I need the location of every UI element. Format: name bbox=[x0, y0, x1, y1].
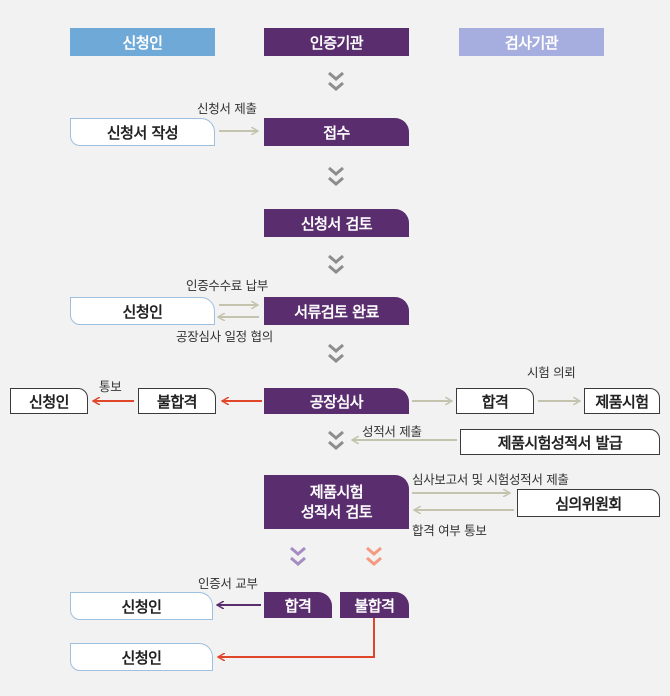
chevron-down-icon bbox=[328, 430, 344, 450]
committee-box: 심의위원회 bbox=[517, 489, 660, 517]
doc-review-done-box: 서류검토 완료 bbox=[264, 297, 409, 325]
applicant-fail-box: 신청인 bbox=[10, 388, 88, 414]
certifier-column-header: 인증기관 bbox=[264, 28, 409, 56]
audit-report-submit-label: 심사보고서 및 시험성적서 제출 bbox=[412, 472, 569, 487]
product-test-review-line2: 성적서 검토 bbox=[300, 503, 373, 521]
product-test-review-line1: 제품시험 bbox=[309, 482, 364, 501]
result-notify-label: 합격 여부 통보 bbox=[412, 523, 487, 538]
receipt-box: 접수 bbox=[264, 118, 409, 146]
test-request-label: 시험 의뢰 bbox=[527, 365, 576, 380]
test-report-issue-box: 제품시험성적서 발급 bbox=[460, 429, 660, 455]
report-submit-label: 성적서 제출 bbox=[362, 424, 422, 439]
cert-issue-label: 인증서 교부 bbox=[198, 576, 258, 591]
write-application-box: 신청서 작성 bbox=[70, 118, 215, 146]
tester-column-header: 검사기관 bbox=[459, 28, 604, 56]
applicant-final-fail-box: 신청인 bbox=[70, 643, 213, 671]
applicant-fee-box: 신청인 bbox=[70, 297, 215, 325]
chevron-down-icon bbox=[290, 546, 306, 566]
chevron-down-icon bbox=[328, 166, 344, 186]
fail-1-box: 불합격 bbox=[138, 388, 216, 414]
submit-label: 신청서 제출 bbox=[197, 101, 257, 116]
chevron-down-icon bbox=[366, 546, 382, 566]
product-test-report-review-box: 제품시험 성적서 검토 bbox=[264, 475, 409, 529]
schedule-label: 공장심사 일정 협의 bbox=[176, 329, 273, 344]
applicant-column-header: 신청인 bbox=[70, 28, 215, 56]
product-test-box: 제품시험 bbox=[584, 388, 660, 414]
pass-1-box: 합격 bbox=[456, 388, 534, 414]
application-review-box: 신청서 검토 bbox=[264, 209, 409, 237]
applicant-cert-box: 신청인 bbox=[70, 592, 213, 620]
final-pass-box: 합격 bbox=[264, 592, 332, 618]
fee-label: 인증수수료 납부 bbox=[186, 278, 269, 293]
chevron-down-icon bbox=[328, 71, 344, 91]
chevron-down-icon bbox=[328, 343, 344, 363]
factory-audit-box: 공장심사 bbox=[264, 388, 409, 414]
chevron-down-icon bbox=[328, 254, 344, 274]
notify-label: 통보 bbox=[99, 379, 122, 394]
final-fail-box: 불합격 bbox=[340, 592, 409, 618]
arrow-final-fail bbox=[218, 618, 375, 657]
